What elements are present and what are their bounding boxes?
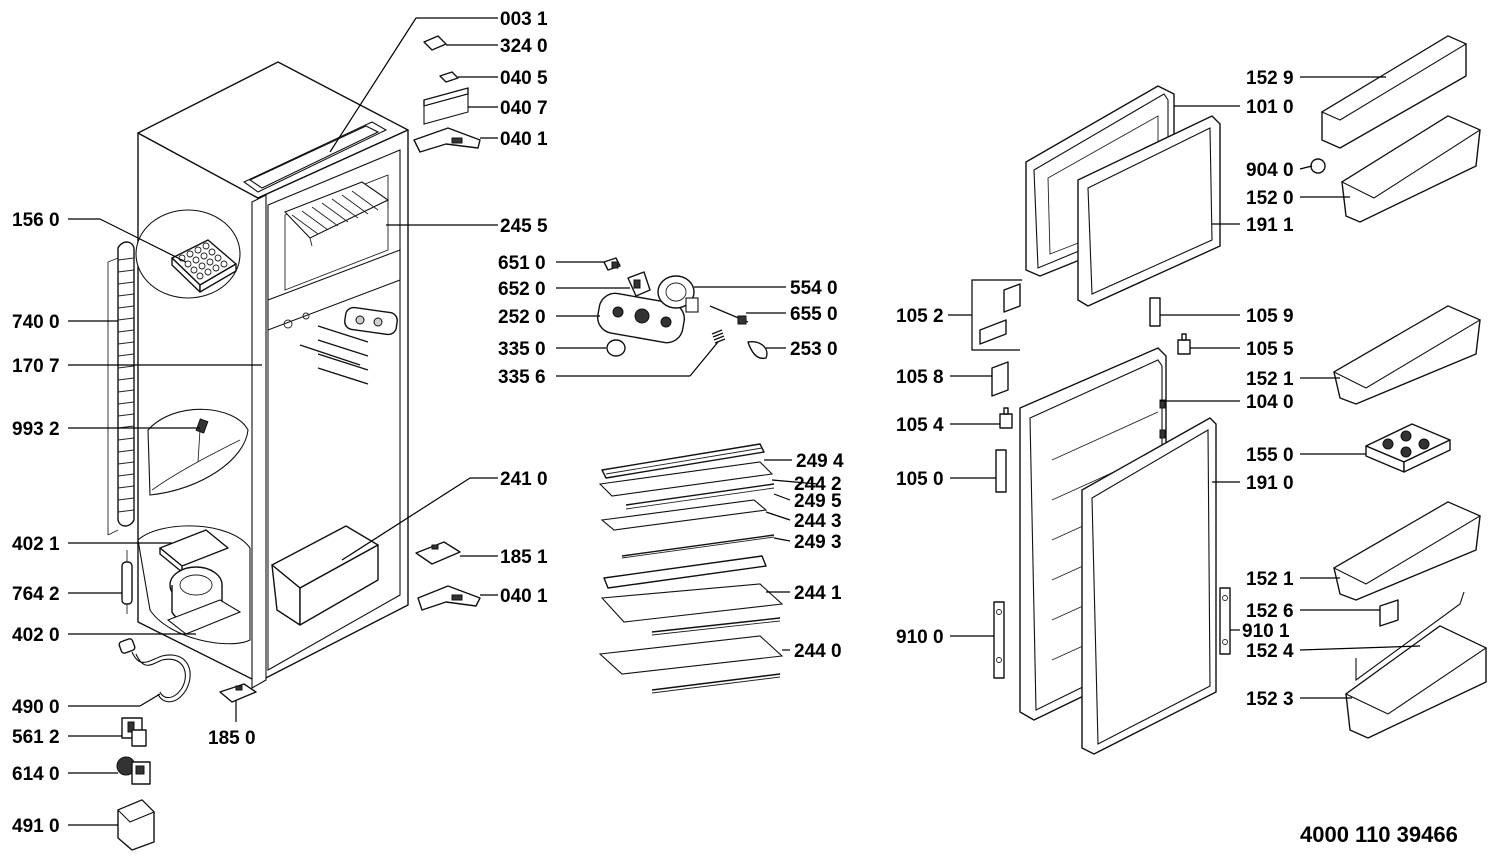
label-105-2: 105 2 (896, 306, 944, 327)
label-155-0: 155 0 (1246, 445, 1294, 466)
label-252-0: 252 0 (498, 307, 546, 328)
label-993-2: 993 2 (12, 419, 60, 440)
label-101-0: 101 0 (1246, 97, 1294, 118)
label-904-0: 904 0 (1246, 160, 1294, 181)
label-152-1-bottom: 152 1 (1246, 569, 1294, 590)
label-156-0: 156 0 (12, 210, 60, 231)
label-561-2: 561 2 (12, 727, 60, 748)
label-249-5: 249 5 (794, 491, 842, 512)
label-152-1-top: 152 1 (1246, 369, 1294, 390)
hinge-plate-bottom (219, 683, 257, 703)
label-040-1-top: 040 1 (500, 129, 548, 150)
drain-detail (147, 408, 249, 496)
overload-protector (116, 756, 151, 785)
label-335-0: 335 0 (498, 339, 546, 360)
egg-tray (1365, 423, 1451, 473)
label-170-7: 170 7 (12, 356, 60, 377)
label-191-0: 191 0 (1246, 473, 1294, 494)
label-105-4: 105 4 (896, 415, 944, 436)
label-152-0: 152 0 (1246, 188, 1294, 209)
bottom-hinge (417, 585, 481, 611)
label-003-1: 003 1 (500, 9, 548, 30)
label-655-0: 655 0 (790, 304, 838, 325)
door-bin-1 (1332, 305, 1482, 405)
drier-filter (121, 550, 133, 614)
leader-lines (68, 17, 1421, 826)
wire-shelf (284, 181, 390, 247)
label-152-4: 152 4 (1246, 641, 1294, 662)
power-cord (118, 638, 191, 703)
label-040-5: 040 5 (500, 68, 548, 89)
butter-lid (1320, 35, 1468, 149)
thermostat-group (597, 257, 768, 360)
label-185-1: 185 1 (500, 547, 548, 568)
label-491-0: 491 0 (12, 816, 60, 837)
label-105-0: 105 0 (896, 469, 944, 490)
label-253-0: 253 0 (790, 339, 838, 360)
bottle-clip (1379, 599, 1399, 627)
label-249-4: 249 4 (796, 451, 844, 472)
label-614-0: 614 0 (12, 764, 60, 785)
label-335-6: 335 6 (498, 367, 546, 388)
label-105-9: 105 9 (1246, 306, 1294, 327)
bottle-bar (1355, 591, 1465, 682)
label-241-0: 241 0 (500, 469, 548, 490)
label-104-0: 104 0 (1246, 392, 1294, 413)
label-324-0: 324 0 (500, 36, 548, 57)
label-402-0: 402 0 (12, 625, 60, 646)
relay-cover (117, 799, 155, 851)
label-152-6: 152 6 (1246, 601, 1294, 622)
relay (121, 717, 147, 747)
egg-tray-coin (1310, 158, 1326, 174)
hinge-plate-mid (415, 541, 461, 565)
label-652-0: 652 0 (498, 279, 546, 300)
label-244-0: 244 0 (794, 641, 842, 662)
condenser-coil (107, 241, 135, 536)
label-040-7: 040 7 (500, 98, 548, 119)
crisper-drawer (271, 525, 379, 626)
label-554-0: 554 0 (790, 278, 838, 299)
label-105-5: 105 5 (1246, 339, 1294, 360)
label-152-3: 152 3 (1246, 689, 1294, 710)
label-740-0: 740 0 (12, 312, 60, 333)
label-245-5: 245 5 (500, 216, 548, 237)
label-764-2: 764 2 (12, 584, 60, 605)
label-152-9: 152 9 (1246, 68, 1294, 89)
document-number: 4000 110 39466 (1300, 822, 1458, 847)
label-651-0: 651 0 (498, 253, 546, 274)
part-labels: 003 1 324 0 040 5 040 7 040 1 245 5 156 … (12, 9, 1458, 847)
label-490-0: 490 0 (12, 697, 60, 718)
bottle-bin (1344, 625, 1488, 739)
label-244-1: 244 1 (794, 583, 842, 604)
label-910-1: 910 1 (1242, 621, 1290, 642)
compressor (159, 529, 242, 635)
door-bin-top (1340, 115, 1482, 223)
label-244-2: 244 2 (794, 474, 842, 495)
shelves (598, 443, 784, 694)
label-402-1: 402 1 (12, 534, 60, 555)
fridge-door-gasket (1081, 417, 1217, 755)
label-910-0: 910 0 (896, 627, 944, 648)
label-244-3: 244 3 (794, 511, 842, 532)
label-185-0: 185 0 (208, 728, 256, 749)
ice-tray-detail (135, 209, 241, 299)
top-hinge-parts (413, 35, 481, 153)
freezer-door-gasket (1077, 115, 1221, 307)
label-191-1: 191 1 (1246, 215, 1294, 236)
door-bin-2 (1332, 501, 1482, 601)
label-040-1-bottom: 040 1 (500, 586, 548, 607)
label-249-3: 249 3 (794, 532, 842, 553)
label-105-8: 105 8 (896, 367, 944, 388)
